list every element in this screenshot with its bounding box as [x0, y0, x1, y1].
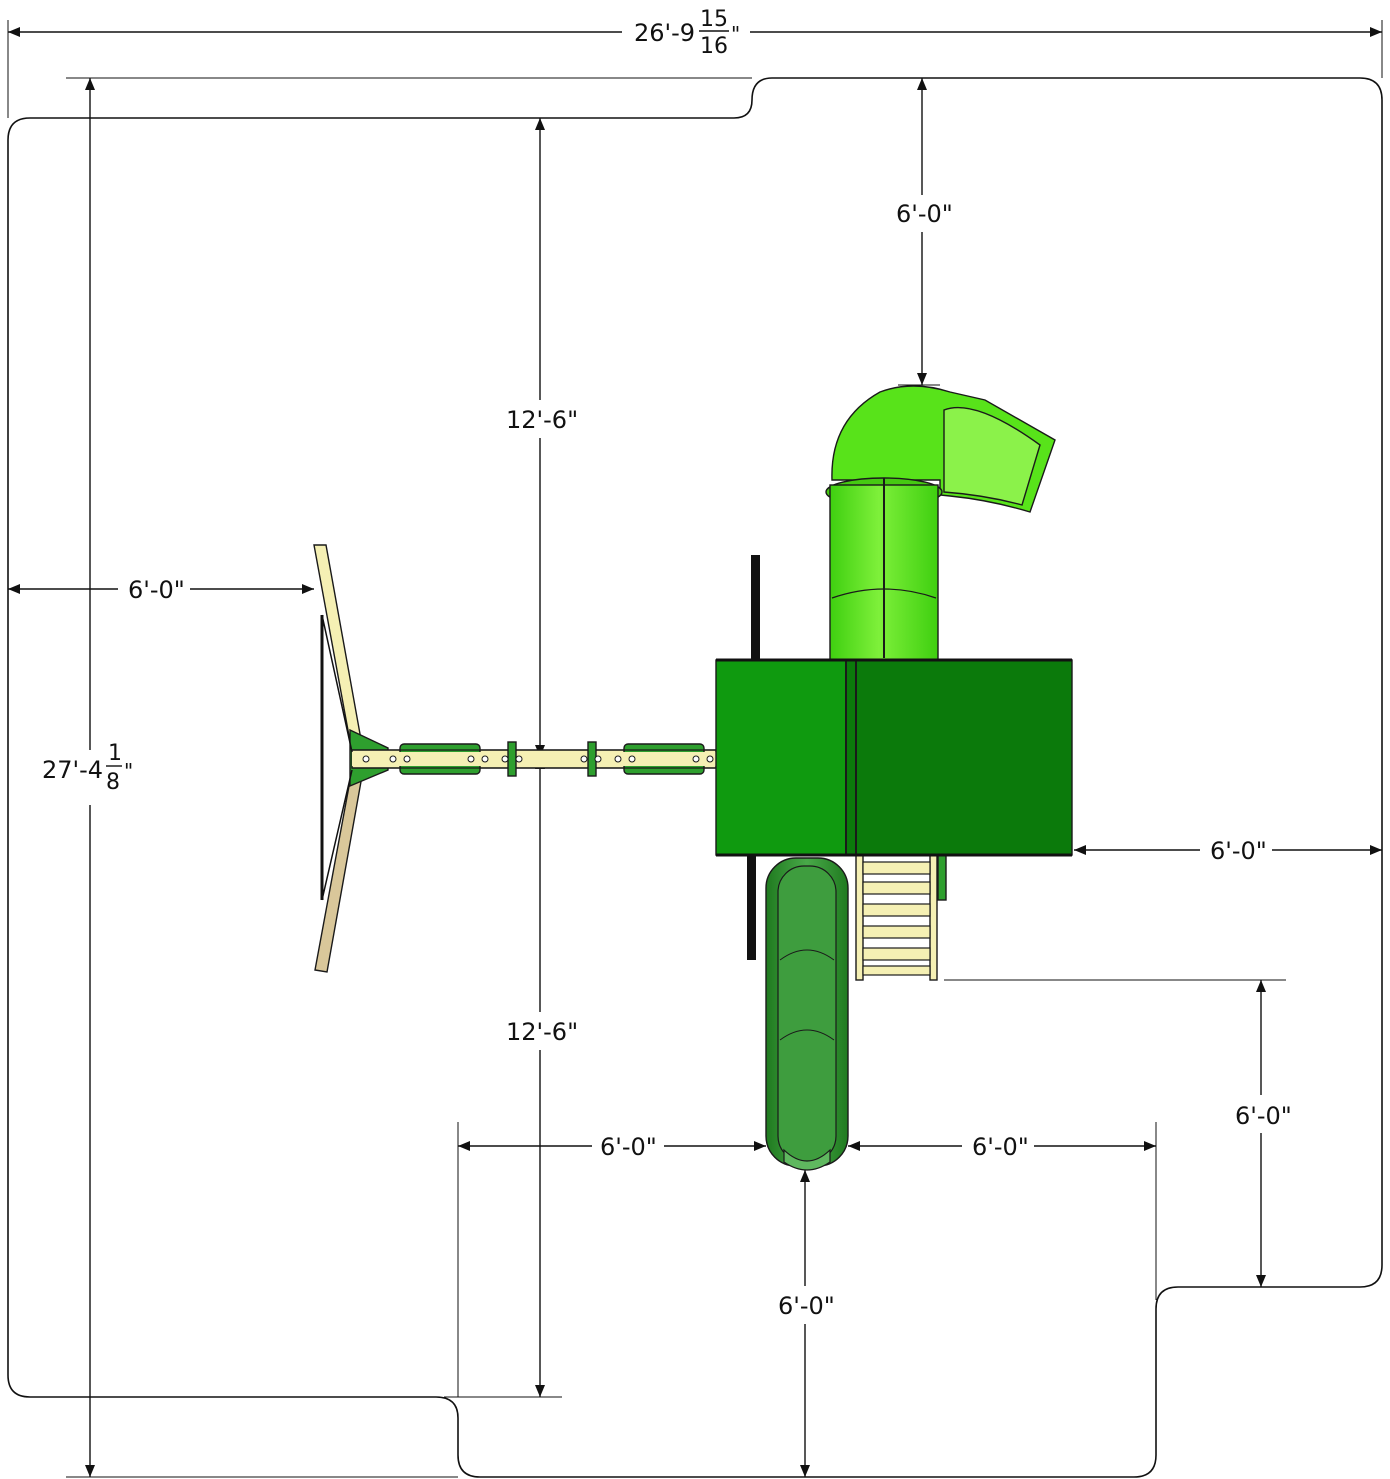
overall-width-unit: " [731, 22, 740, 46]
swing-clamp-1 [507, 741, 517, 777]
slide-left-label: 6'-0" [600, 1133, 657, 1161]
overall-width-label: 26'-9 15 16 " [634, 7, 740, 59]
platform-post-top [751, 555, 760, 660]
overall-width-den: 16 [700, 34, 728, 59]
platform-post-bottom [747, 855, 756, 960]
left-clearance-label: 6'-0" [128, 576, 185, 604]
ladder-rail-right [929, 854, 938, 981]
ladder-handle-right [937, 854, 947, 901]
ladder-rungs [862, 861, 931, 976]
wave-slide-exit [783, 1148, 831, 1171]
a-frame-brace-upper [321, 614, 353, 753]
a-frame-brace-lower [321, 769, 353, 901]
slide-bottom-label: 6'-0" [778, 1292, 835, 1320]
wave-slide-bump-2 [779, 1029, 835, 1041]
beam-bolts [362, 755, 714, 763]
ladder-clearance-label: 6'-0" [1235, 1102, 1292, 1130]
overall-depth-num: 1 [108, 741, 122, 766]
right-clearance-label: 6'-0" [1210, 837, 1267, 865]
wave-slide-bump-1 [779, 949, 835, 961]
tube-opening [943, 406, 1041, 506]
roof-left [715, 659, 847, 856]
overall-width-main: 26'-9 [634, 19, 695, 47]
overall-depth-unit: " [124, 759, 133, 783]
wave-slide [765, 857, 849, 1171]
slide-right-label: 6'-0" [972, 1133, 1029, 1161]
tube-slide [825, 385, 1056, 661]
lower-half-label: 12'-6" [506, 1018, 578, 1046]
overall-width-num: 15 [700, 7, 728, 32]
use-zone-outline [7, 77, 1383, 1478]
ladder-rail-left [855, 854, 864, 981]
wave-slide-bed [777, 865, 837, 1163]
overall-depth-main: 27'-4 [42, 756, 103, 784]
upper-half-label: 12'-6" [506, 406, 578, 434]
overall-depth-den: 8 [106, 770, 120, 795]
platform-roof [715, 658, 1073, 857]
swing-beam [351, 741, 717, 777]
roof-right [845, 659, 1073, 856]
ladder [855, 854, 947, 981]
swing-beam-overlay [352, 752, 716, 766]
overall-depth-label: 27'-4 1 8 " [42, 741, 133, 795]
top-clearance-label: 6'-0" [896, 200, 953, 228]
